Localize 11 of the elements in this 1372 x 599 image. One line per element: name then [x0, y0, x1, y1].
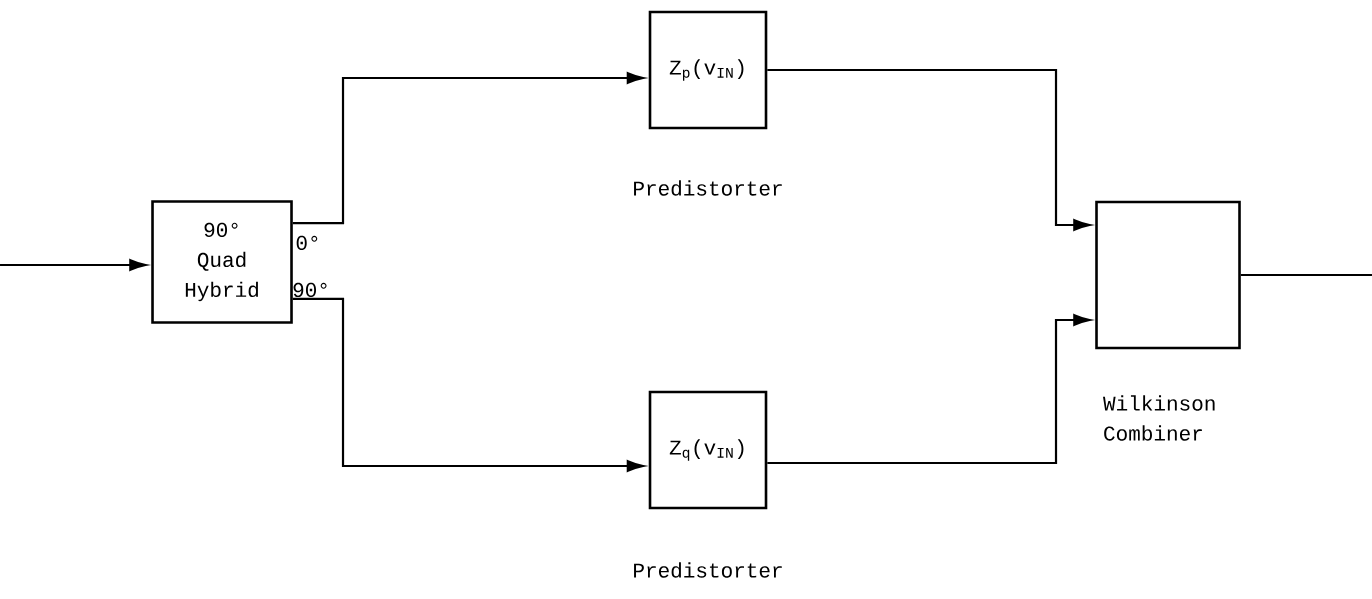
- block-caption: Wilkinson Combiner: [1103, 395, 1215, 441]
- arrow: [292, 297, 645, 472]
- block-box: Z$_{q}$(v$_{IN}$): [648, 390, 768, 510]
- block-caption: Predistorter: [634, 180, 782, 196]
- block-box: [1095, 200, 1241, 350]
- port-label: 90°: [293, 282, 327, 298]
- arrow: [292, 72, 645, 225]
- port-label: 0°: [296, 235, 318, 251]
- block-caption: Predistorter: [634, 562, 782, 578]
- block-box: 90° Quad Hybrid: [151, 200, 293, 324]
- block-box: Z$_{p}$(v$_{IN}$): [648, 10, 768, 130]
